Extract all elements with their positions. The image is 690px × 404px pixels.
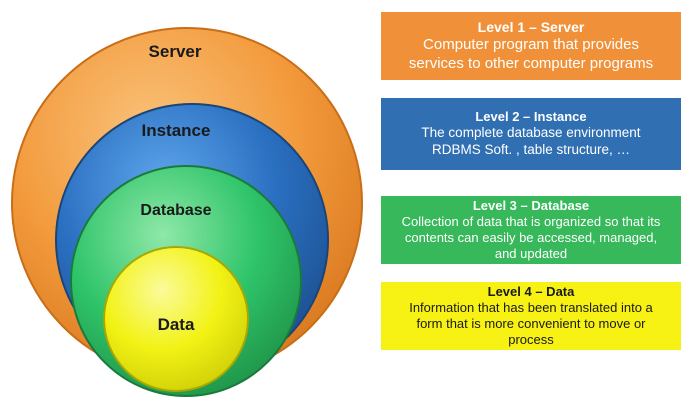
level-2-title: Level 2 – Instance (475, 109, 587, 124)
level-3-box: Level 3 – Database Collection of data th… (381, 196, 681, 264)
instance-label: Instance (142, 121, 211, 140)
level-2-description: The complete database environment RDBMS … (421, 125, 641, 158)
data-label: Data (158, 315, 195, 334)
database-label: Database (140, 202, 211, 219)
level-4-title: Level 4 – Data (487, 283, 575, 299)
level-4-description: Information that has been translated int… (409, 299, 653, 348)
server-label: Server (149, 42, 202, 61)
level-1-description: Computer program that provides services … (408, 36, 654, 72)
level-4-box: Level 4 – Data Information that has been… (381, 282, 681, 350)
level-3-title: Level 3 – Database (472, 197, 590, 213)
nested-circles-diagram: Server Instance Database Data (11, 27, 363, 397)
level-1-box: Level 1 – Server Computer program that p… (381, 12, 681, 80)
level-3-description: Collection of data that is organized so … (401, 213, 661, 262)
data-circle (103, 246, 249, 392)
level-2-box: Level 2 – Instance The complete database… (381, 98, 681, 170)
level-1-title: Level 1 – Server (477, 18, 585, 35)
